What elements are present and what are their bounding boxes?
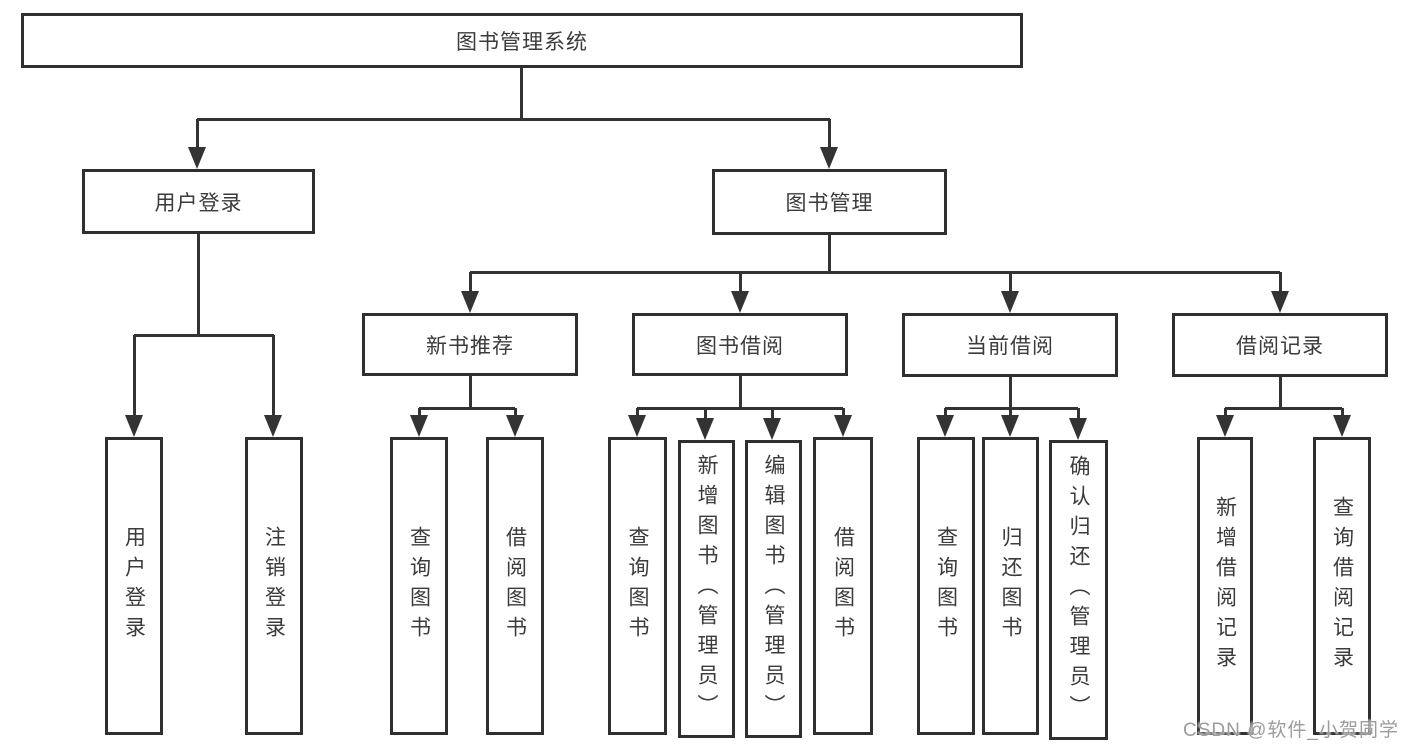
connector-line: [1008, 272, 1012, 296]
connector-line: [841, 408, 845, 420]
connector-line: [1278, 272, 1282, 296]
node-current-borrowing: 当前借阅: [902, 313, 1118, 377]
node-label: 图书管理: [785, 192, 874, 215]
node-edit-books-admin: 编辑图书（管理员）: [745, 440, 802, 738]
connector-line: [468, 272, 472, 296]
connector-line: [134, 333, 274, 337]
node-add-borrow-record: 新增借阅记录: [1197, 437, 1253, 735]
node-borrow-books-1: 借阅图书: [486, 437, 544, 735]
connector-line: [1223, 408, 1227, 420]
node-label: 用户登录: [154, 191, 243, 215]
csdn-watermark: CSDN @软件_小贺同学: [1183, 720, 1399, 741]
node-label: 借阅记录: [1236, 335, 1324, 358]
connector-line: [1278, 377, 1282, 409]
connector-line: [703, 408, 707, 422]
node-confirm-return-admin: 确认归还（管理员）: [1049, 440, 1108, 740]
node-borrow-books-2: 借阅图书: [813, 437, 873, 735]
arrowhead-down-icon: [125, 415, 143, 437]
node-system-root: 图书管理系统: [21, 13, 1023, 68]
connector-line: [1076, 408, 1080, 422]
arrowhead-down-icon: [696, 418, 714, 440]
arrowhead-down-icon: [506, 415, 524, 437]
connector-line: [132, 335, 136, 419]
connector-line: [197, 117, 830, 121]
node-label: 当前借阅: [966, 335, 1054, 358]
node-return-books: 归还图书: [982, 437, 1039, 735]
node-label: 图书管理系统: [456, 30, 588, 54]
connector-line: [1008, 408, 1012, 420]
node-label: 查询图书: [934, 526, 958, 646]
arrowhead-down-icon: [834, 415, 852, 437]
arrowhead-down-icon: [1001, 291, 1019, 313]
arrowhead-down-icon: [1069, 418, 1087, 440]
connector-line: [637, 406, 843, 410]
node-book-borrowing: 图书借阅: [632, 313, 848, 376]
arrowhead-down-icon: [763, 418, 781, 440]
node-logout-action: 注销登录: [245, 437, 303, 735]
arrowhead-down-icon: [264, 415, 282, 437]
node-label: 新增图书（管理员）: [695, 454, 719, 724]
connector-line: [945, 406, 1078, 410]
connector-line: [195, 119, 199, 151]
arrowhead-down-icon: [1271, 291, 1289, 313]
connector-line: [470, 270, 1280, 274]
connector-line: [943, 408, 947, 420]
arrowhead-down-icon: [731, 291, 749, 313]
node-new-book-recommend: 新书推荐: [362, 313, 578, 376]
connector-line: [513, 408, 517, 420]
node-query-books-3: 查询图书: [917, 437, 975, 735]
arrowhead-down-icon: [1001, 415, 1019, 437]
node-query-books-2: 查询图书: [608, 437, 667, 735]
arrowhead-down-icon: [936, 415, 954, 437]
connector-line: [1008, 377, 1012, 409]
node-add-books-admin: 新增图书（管理员）: [678, 440, 735, 738]
node-label: 编辑图书（管理员）: [762, 454, 786, 724]
connector-line: [196, 234, 200, 335]
node-label: 新增借阅记录: [1213, 496, 1237, 676]
node-query-books-1: 查询图书: [390, 437, 448, 735]
arrowhead-down-icon: [820, 147, 838, 169]
node-label: 归还图书: [999, 526, 1023, 646]
connector-line: [271, 335, 275, 419]
node-book-management: 图书管理: [712, 169, 947, 235]
connector-line: [770, 408, 774, 422]
connector-line: [419, 406, 515, 410]
node-label: 借阅图书: [831, 526, 855, 646]
node-query-borrow-record: 查询借阅记录: [1313, 437, 1371, 735]
connector-line: [738, 272, 742, 296]
connector-line: [417, 408, 421, 420]
arrowhead-down-icon: [188, 147, 206, 169]
connector-line: [827, 119, 831, 151]
node-label: 查询图书: [407, 526, 431, 646]
connector-line: [635, 408, 639, 420]
arrowhead-down-icon: [628, 415, 646, 437]
node-label: 新书推荐: [426, 334, 514, 358]
connector-line: [738, 376, 742, 409]
connector-line: [468, 376, 472, 409]
connector-line: [519, 68, 523, 120]
node-login-action: 用户登录: [105, 437, 163, 735]
arrowhead-down-icon: [1216, 415, 1234, 437]
node-label: 注销登录: [262, 526, 286, 646]
node-label: 查询图书: [626, 526, 650, 646]
arrowhead-down-icon: [1333, 415, 1351, 437]
node-label: 确认归还（管理员）: [1067, 455, 1091, 725]
connector-line: [1340, 408, 1344, 420]
node-label: 图书借阅: [696, 334, 784, 358]
connector-line: [1225, 406, 1342, 410]
arrowhead-down-icon: [410, 415, 428, 437]
node-borrowing-records: 借阅记录: [1172, 313, 1388, 377]
node-label: 借阅图书: [503, 526, 527, 646]
node-label: 查询借阅记录: [1330, 496, 1354, 676]
connector-line: [827, 235, 831, 273]
node-label: 用户登录: [122, 526, 146, 646]
arrowhead-down-icon: [461, 291, 479, 313]
node-user-login: 用户登录: [82, 169, 315, 234]
